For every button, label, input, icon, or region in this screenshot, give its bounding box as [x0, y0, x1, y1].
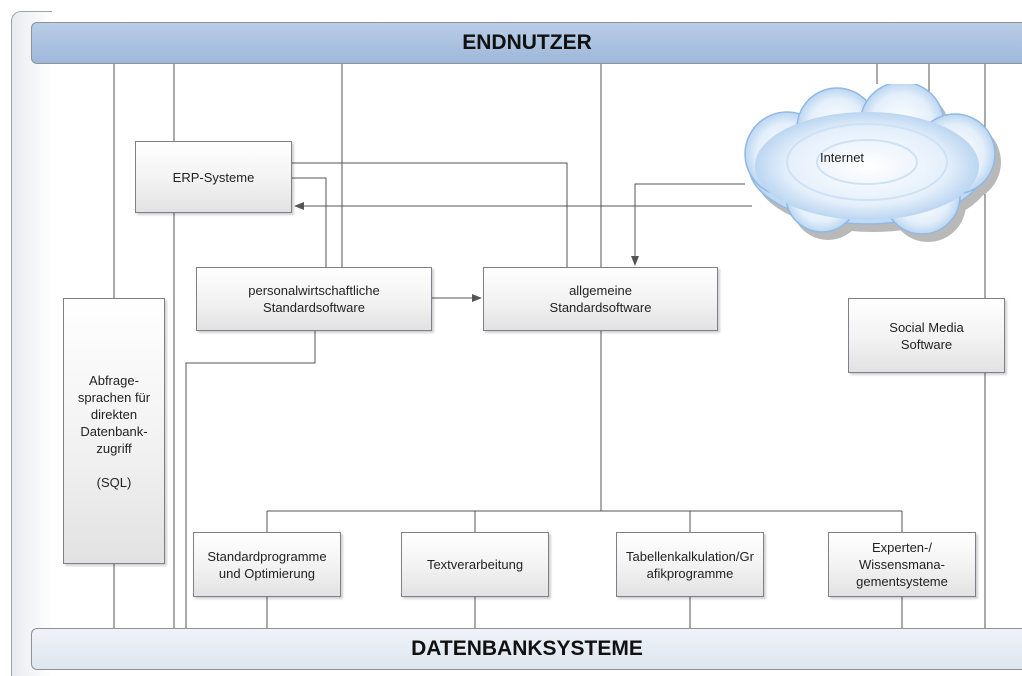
internet-cloud-icon	[744, 84, 1001, 242]
endnutzer-band: ENDNUTZER	[31, 22, 1022, 64]
diagram-frame	[11, 11, 52, 676]
datenbanksysteme-band: DATENBANKSYSTEME	[31, 628, 1022, 670]
sql-abfragesprachen-box: Abfrage- sprachen für direkten Datenbank…	[63, 298, 165, 564]
standardprogramme-box: Standardprogramme und Optimierung	[193, 532, 341, 597]
tabellenkalkulation-box: Tabellenkalkulation/Gr afikprogramme	[616, 532, 764, 597]
textverarbeitung-box: Textverarbeitung	[401, 532, 549, 597]
expertensysteme-box: Experten-/ Wissensmana- gementsysteme	[828, 532, 976, 597]
allgemeine-standardsoftware-box: allgemeine Standardsoftware	[483, 267, 718, 331]
social-media-software-box: Social Media Software	[848, 298, 1005, 373]
erp-systeme-box: ERP-Systeme	[135, 141, 292, 213]
internet-label: Internet	[819, 150, 865, 165]
personalwirtschaftliche-standardsoftware-box: personalwirtschaftliche Standardsoftware	[196, 267, 432, 331]
